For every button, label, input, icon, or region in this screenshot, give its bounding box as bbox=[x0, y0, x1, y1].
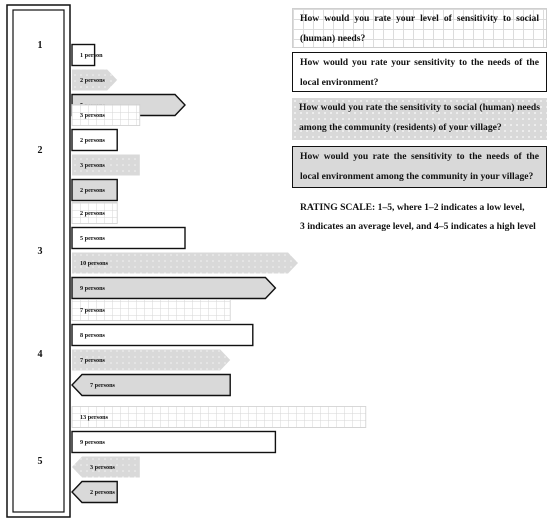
bar-cat5-series1 bbox=[71, 406, 367, 428]
bar-cat4-series3 bbox=[72, 349, 231, 371]
bar-cat3-series4 bbox=[71, 276, 277, 300]
data-label-cat3-series4: 9 persons bbox=[80, 285, 106, 292]
data-label-cat3-series3: 10 persons bbox=[80, 260, 109, 267]
bar-cat3-series2 bbox=[71, 226, 186, 250]
bar-cat4-series4 bbox=[71, 373, 231, 397]
bar-cat2-series1 bbox=[71, 104, 141, 126]
bar-cat3-series1 bbox=[71, 202, 118, 224]
category-label-5: 5 bbox=[38, 456, 43, 467]
data-label-cat5-series2: 9 persons bbox=[80, 439, 106, 446]
data-label-cat2-series3: 3 persons bbox=[80, 162, 106, 169]
data-label-cat4-series4: 7 persons bbox=[90, 382, 116, 389]
bar-cat1-series2 bbox=[71, 43, 96, 67]
data-label-cat5-series3: 3 persons bbox=[90, 464, 116, 471]
bar-cat5-series3 bbox=[72, 456, 140, 478]
bar-cat2-series4 bbox=[71, 178, 118, 202]
category-frame-outer bbox=[6, 4, 71, 518]
category-label-4: 4 bbox=[38, 349, 43, 360]
bar-cat1-series3 bbox=[72, 69, 118, 91]
category-frame-inner bbox=[12, 9, 65, 513]
bar-cat2-series2 bbox=[71, 128, 118, 152]
data-label-cat1-series2: 1 person bbox=[80, 52, 103, 59]
bar-cat5-series2 bbox=[71, 430, 277, 454]
data-label-cat1-series3: 2 persons bbox=[80, 77, 106, 84]
data-label-cat5-series1: 13 persons bbox=[80, 414, 109, 421]
legend-series-3: How would you rate the sensitivity to so… bbox=[292, 98, 547, 140]
legend-series-1: How would you rate your level of sensiti… bbox=[292, 8, 547, 48]
data-label-cat4-series1: 7 persons bbox=[80, 307, 106, 314]
rating-scale-note: RATING SCALE: 1–5, where 1–2 indicates a… bbox=[300, 198, 548, 236]
category-label-3: 3 bbox=[38, 246, 43, 257]
bar-cat4-series2 bbox=[71, 323, 254, 347]
bar-cat3-series3 bbox=[72, 252, 298, 274]
data-label-cat3-series1: 2 persons bbox=[80, 210, 106, 217]
data-label-cat2-series1: 3 persons bbox=[80, 112, 106, 119]
bar-cat4-series1 bbox=[71, 299, 231, 321]
rating-scale-line-1: RATING SCALE: 1–5, where 1–2 indicates a… bbox=[300, 202, 525, 213]
data-label-cat4-series3: 7 persons bbox=[80, 357, 106, 364]
bar-cat2-series3 bbox=[72, 154, 140, 176]
category-label-1: 1 bbox=[38, 40, 43, 51]
bar-cat5-series4 bbox=[71, 480, 118, 504]
data-label-cat3-series2: 5 persons bbox=[80, 235, 106, 242]
data-label-cat2-series4: 2 persons bbox=[80, 187, 106, 194]
data-label-cat2-series2: 2 persons bbox=[80, 137, 106, 144]
data-label-cat5-series4: 2 persons bbox=[90, 489, 116, 496]
data-label-cat4-series2: 8 persons bbox=[80, 332, 106, 339]
rating-scale-line-2: 3 indicates an average level, and 4–5 in… bbox=[300, 221, 536, 232]
category-label-2: 2 bbox=[38, 145, 43, 156]
legend-series-2: How would you rate your sensitivity to t… bbox=[292, 52, 547, 92]
legend-series-4: How would you rate the sensitivity to th… bbox=[292, 146, 547, 188]
